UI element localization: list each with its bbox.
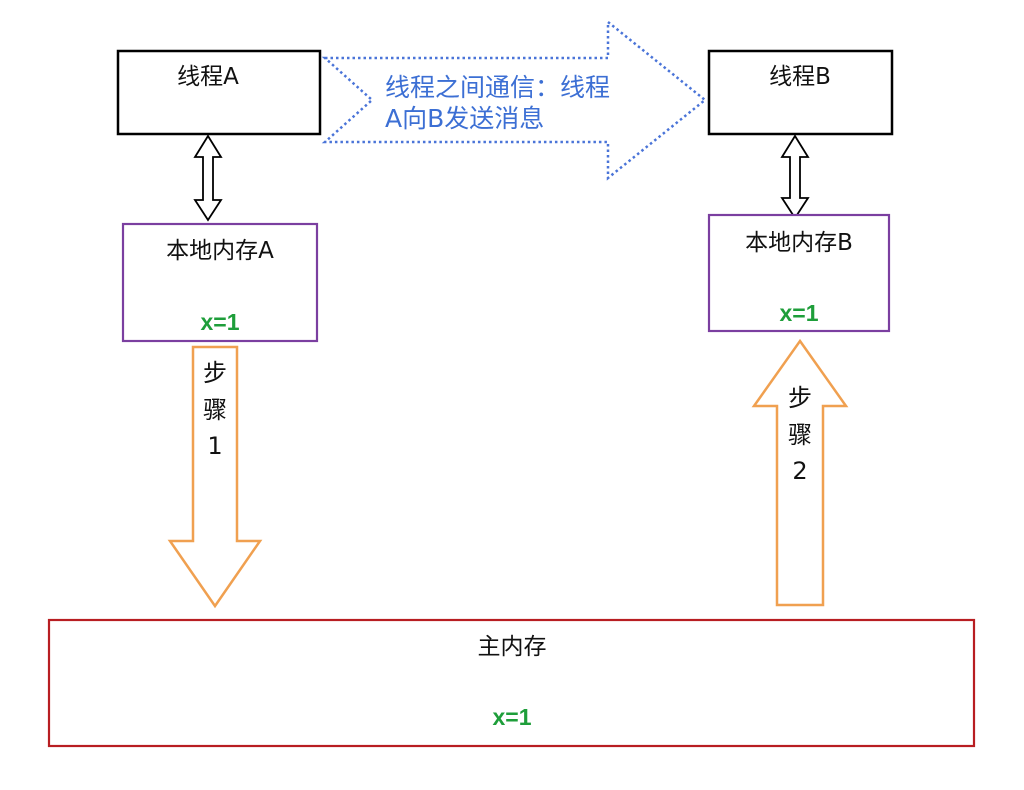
local-memory-b-box bbox=[707, 213, 891, 333]
step-1-char-1: 步 bbox=[203, 359, 227, 387]
local-memory-b-node: 本地内存B x=1 bbox=[707, 213, 891, 333]
step-2-arrow: 步 骤 2 bbox=[751, 338, 849, 607]
step-2-char-3: 2 bbox=[792, 457, 807, 485]
main-memory-box bbox=[47, 618, 976, 748]
local-memory-a-node: 本地内存A x=1 bbox=[121, 222, 319, 343]
local-memory-a-box bbox=[121, 222, 319, 343]
communication-arrow: 线程之间通信：线程 A向B发送消息 bbox=[321, 19, 707, 181]
main-memory-node: 主内存 x=1 bbox=[47, 618, 976, 748]
communication-line-1: 线程之间通信：线程 bbox=[385, 73, 610, 102]
step-2-char-1: 步 bbox=[788, 384, 812, 412]
step-1-char-3: 1 bbox=[207, 432, 222, 460]
main-memory-label: 主内存 bbox=[478, 634, 547, 660]
step-1-arrow-shape bbox=[167, 345, 263, 609]
step-1-char-2: 骤 bbox=[203, 396, 227, 424]
step-2-arrow-shape bbox=[751, 338, 849, 607]
local-memory-b-label: 本地内存B bbox=[745, 230, 853, 256]
communication-line-2: A向B发送消息 bbox=[385, 104, 544, 133]
communication-arrow-shape bbox=[321, 19, 707, 181]
thread-b-box bbox=[707, 49, 894, 136]
thread-b-label: 线程B bbox=[769, 64, 831, 90]
local-memory-a-label: 本地内存A bbox=[166, 238, 274, 264]
thread-b-node: 线程B bbox=[707, 49, 894, 136]
thread-b-link-arrow bbox=[780, 134, 810, 220]
thread-a-node: 线程A bbox=[116, 49, 322, 136]
thread-a-link-arrow bbox=[193, 134, 223, 222]
double-arrow-a-shape bbox=[193, 134, 223, 222]
local-memory-b-value: x=1 bbox=[779, 300, 818, 326]
thread-a-label: 线程A bbox=[177, 64, 239, 90]
step-1-arrow: 步 骤 1 bbox=[167, 345, 263, 609]
main-memory-value: x=1 bbox=[492, 704, 531, 730]
step-2-char-2: 骤 bbox=[788, 421, 812, 449]
thread-a-box bbox=[116, 49, 322, 136]
local-memory-a-value: x=1 bbox=[200, 309, 239, 335]
double-arrow-b-shape bbox=[780, 134, 810, 220]
